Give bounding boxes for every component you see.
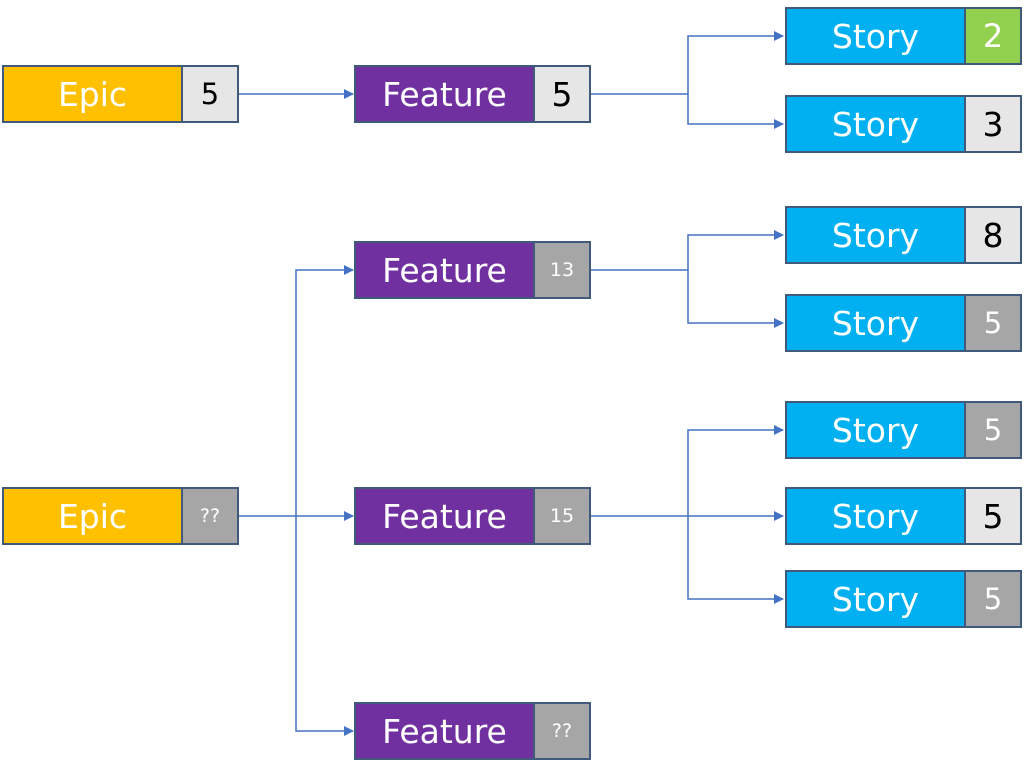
feature-label: Feature [354, 702, 533, 760]
estimate-badge: 3 [964, 95, 1022, 153]
story-label: Story [785, 95, 964, 153]
estimate-badge: 5 [181, 65, 239, 123]
estimate-badge: 15 [533, 487, 591, 545]
estimate-badge: 5 [964, 401, 1022, 459]
feature-label: Feature [354, 241, 533, 299]
estimate-badge: 5 [964, 487, 1022, 545]
story-label: Story [785, 206, 964, 264]
estimate-badge: ?? [181, 487, 239, 545]
estimate-badge: 5 [964, 294, 1022, 352]
story-node-7: Story 5 [785, 570, 1022, 628]
connector-feature1-story1 [591, 31, 784, 95]
epic-label: Epic [2, 65, 181, 123]
story-label: Story [785, 570, 964, 628]
connector-feature2-story3 [591, 230, 784, 271]
connector-epic2-feature4 [295, 516, 354, 736]
story-node-3: Story 8 [785, 206, 1022, 264]
story-label: Story [785, 7, 964, 65]
feature-node-4: Feature ?? [354, 702, 591, 760]
story-node-5: Story 5 [785, 401, 1022, 459]
connector-feature2-story4 [687, 270, 784, 328]
connector-feature1-story2 [687, 94, 784, 129]
story-node-2: Story 3 [785, 95, 1022, 153]
feature-node-3: Feature 15 [354, 487, 591, 545]
connector-feature3-story5 [591, 425, 784, 517]
story-label: Story [785, 294, 964, 352]
connector-epic2-feature2 [295, 265, 354, 516]
story-node-6: Story 5 [785, 487, 1022, 545]
estimate-badge: 13 [533, 241, 591, 299]
estimate-badge: 2 [964, 7, 1022, 65]
estimate-badge: ?? [533, 702, 591, 760]
connector-feature3-story7 [687, 516, 784, 604]
feature-label: Feature [354, 65, 533, 123]
estimate-badge: 5 [964, 570, 1022, 628]
epic-node-1: Epic 5 [2, 65, 239, 123]
story-label: Story [785, 401, 964, 459]
estimate-badge: 5 [533, 65, 591, 123]
story-label: Story [785, 487, 964, 545]
story-node-1: Story 2 [785, 7, 1022, 65]
feature-node-1: Feature 5 [354, 65, 591, 123]
feature-node-2: Feature 13 [354, 241, 591, 299]
story-node-4: Story 5 [785, 294, 1022, 352]
epic-node-2: Epic ?? [2, 487, 239, 545]
epic-label: Epic [2, 487, 181, 545]
estimate-badge: 8 [964, 206, 1022, 264]
feature-label: Feature [354, 487, 533, 545]
